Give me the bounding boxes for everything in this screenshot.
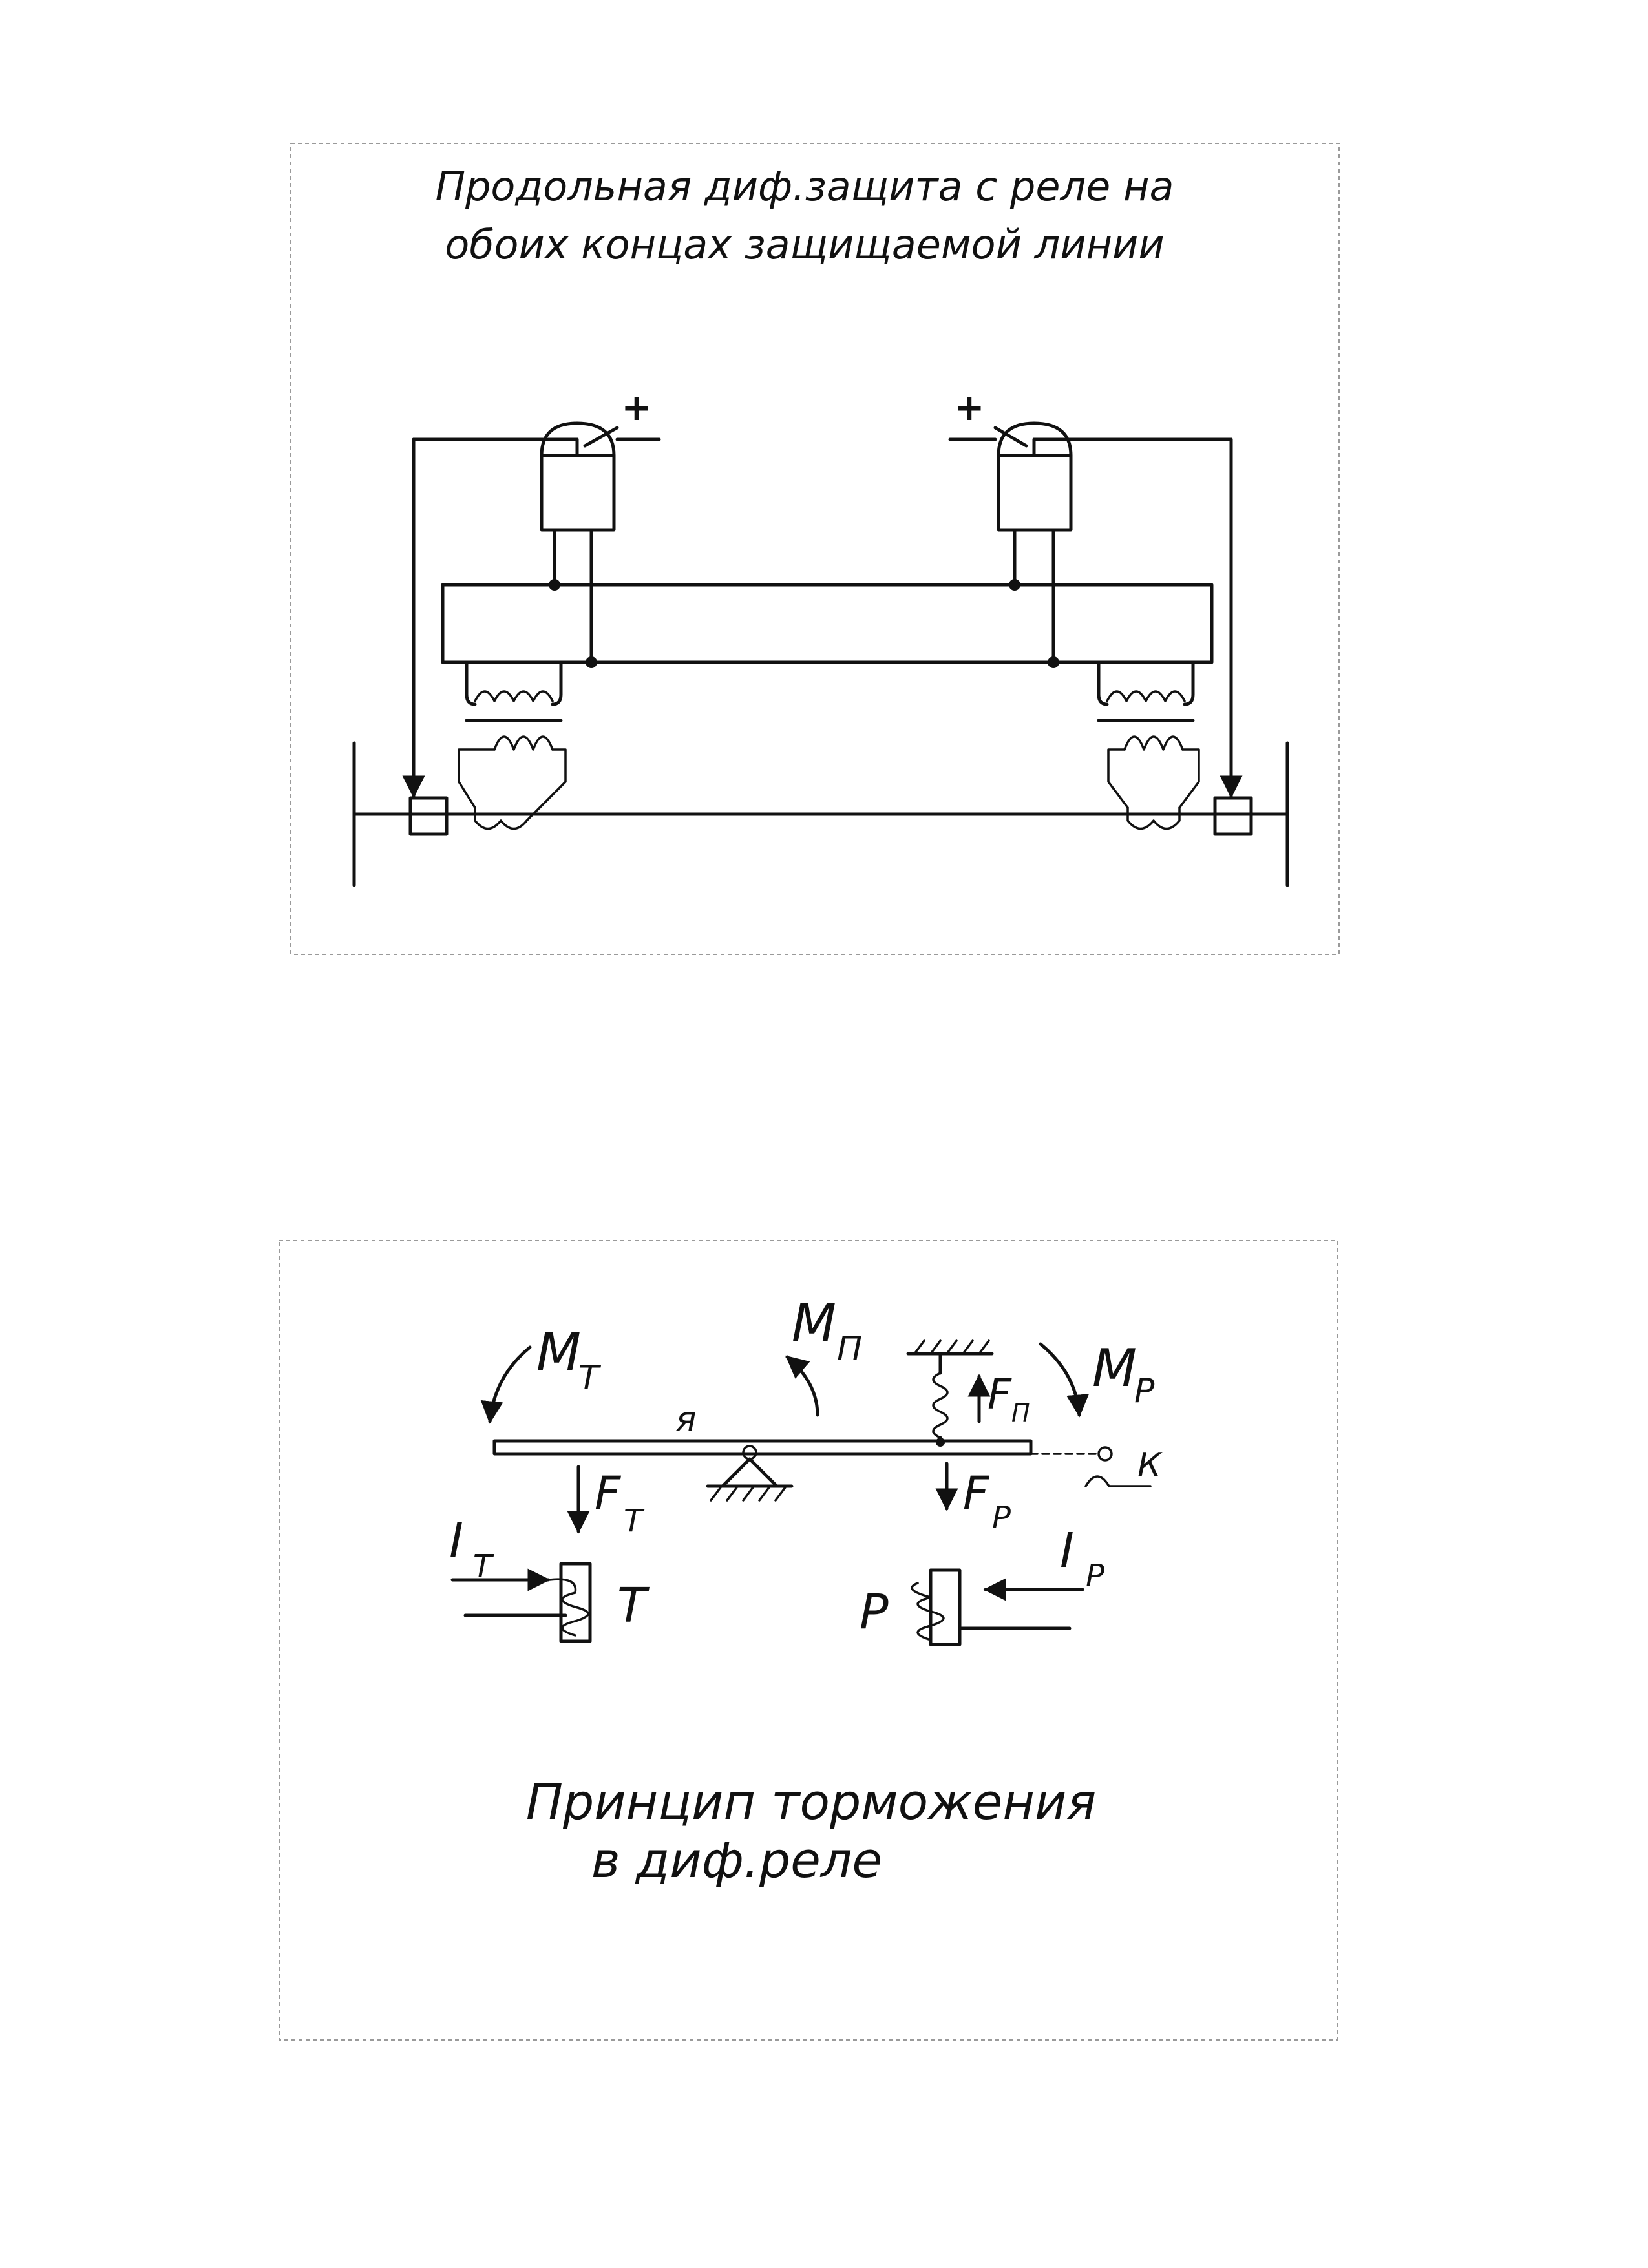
label-armature: я [675,1399,696,1440]
diagram-restraint-principle: M Т M П M Р я F П [279,1240,1338,2041]
spring [906,1339,994,1447]
restraint-coil-t [450,1562,592,1643]
label-coil-t: Т [617,1578,650,1633]
contact-k [1030,1446,1152,1487]
diagram2-frame [279,1240,1338,2041]
relay-right [948,421,1233,664]
moment-arrow-mp [785,1355,819,1417]
diagram1-frame [290,143,1340,955]
relay-left [412,421,661,664]
pilot-wires [441,579,1214,668]
label-mr: M [1092,1338,1137,1398]
moment-arrow-mt [480,1345,532,1424]
operating-coil-r [911,1568,1084,1646]
label-fr: F [963,1467,990,1520]
label-fp-spring-sub: П [1011,1399,1030,1427]
label-it-sub: Т [473,1548,494,1584]
label-fr-sub: Р [992,1500,1011,1536]
diagram2-caption-line2: в диф.реле [591,1831,882,1889]
lever-pivot [706,1445,794,1502]
current-transformer-left [458,660,567,830]
label-it: I [449,1513,463,1569]
label-coil-r: Р [860,1584,889,1640]
label-mt-sub: Т [578,1359,602,1398]
protected-line [352,437,1289,887]
plus-sign-left: + [622,387,652,429]
diagram1-title-line1: Продольная диф.защита с реле на [435,163,1174,210]
armature-lever [492,1439,1033,1456]
label-mr-sub: Р [1134,1372,1155,1411]
label-ft-sub: Т [624,1503,645,1539]
label-ft: F [595,1467,622,1520]
current-transformer-right [1097,660,1200,830]
plus-sign-right: + [955,387,985,429]
label-ir-sub: Р [1086,1558,1104,1594]
label-mp-sub: П [837,1330,862,1369]
label-contact-k: К [1137,1446,1163,1485]
diagram2-caption-line1: Принцип торможения [526,1773,1096,1831]
diagram1-title-line2: обоих концах защищаемой линии [445,221,1164,268]
diagram-differential-protection: Продольная диф.защита с реле на обоих ко… [290,143,1340,955]
label-ir: I [1060,1523,1074,1579]
label-mt: M [536,1322,581,1382]
moment-arrow-mr [1039,1342,1090,1418]
label-mp: M [792,1293,836,1353]
label-fp-spring: F [988,1371,1012,1419]
